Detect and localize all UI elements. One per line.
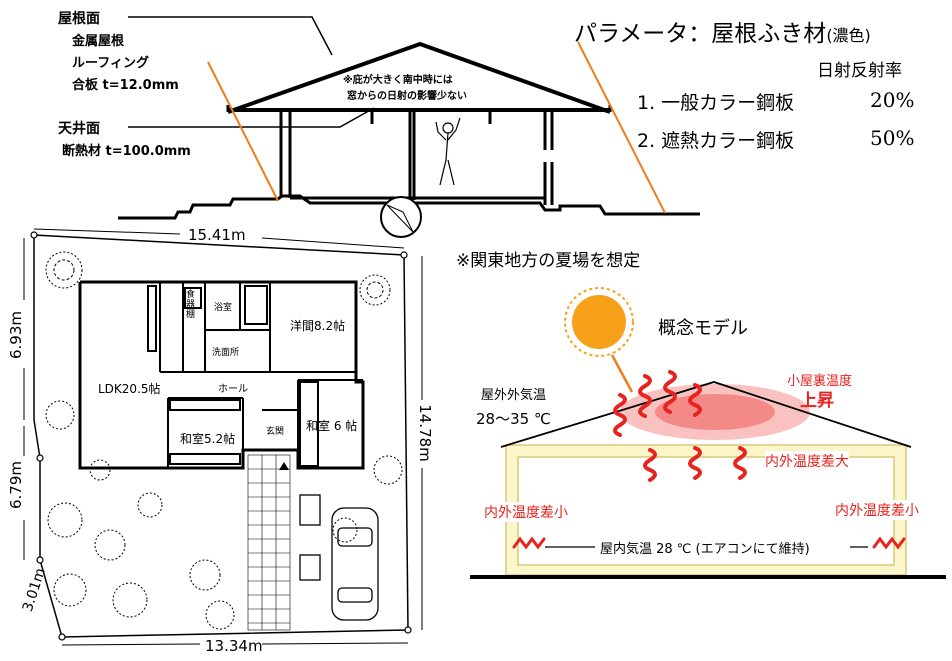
temp-diff-small-right: 内外温度差小 — [835, 500, 919, 520]
ceiling-leader — [128, 107, 375, 128]
reflectance-header: 日射反射率 — [817, 61, 902, 81]
walls — [279, 112, 554, 205]
room-washroom: 洗面所 — [212, 348, 240, 358]
temp-diff-large: 内外温度差大 — [765, 451, 849, 471]
dim-top: 15.41m — [188, 226, 246, 244]
interior-walls — [147, 282, 363, 468]
room-pantry: 食器棚 — [186, 290, 196, 320]
room-western: 洋間8.2帖 — [290, 319, 346, 333]
roof-layer-3: 合板 t=12.0mm — [72, 78, 179, 93]
person-figure — [435, 117, 461, 186]
dim-left-middle: 6.79m — [7, 460, 26, 510]
parameter-item-2-value: 50% — [870, 126, 915, 150]
room-entrance: 玄関 — [266, 427, 285, 437]
parking — [299, 494, 379, 621]
eave-note-2: 窓からの日射の影響少ない — [347, 91, 467, 102]
dim-right: 14.78m — [415, 404, 434, 462]
ceiling-layer: 断熱材 t=100.0mm — [62, 144, 191, 159]
site-boundary — [33, 234, 409, 638]
compass-icon — [380, 196, 422, 238]
room-hall: ホール — [218, 384, 248, 395]
ceiling-surface-label: 天井面 — [58, 121, 100, 137]
parameter-title: パラメータ：屋根ふき材(濃色) — [574, 14, 871, 48]
parameter-item-1-value: 20% — [870, 88, 915, 112]
parameter-item-1-label: 1. 一般カラー鋼板 — [637, 92, 795, 114]
attic-temp-label: 小屋裏温度 — [787, 374, 853, 389]
roof-layer-2: ルーフィング — [72, 56, 149, 71]
room-japanese-a: 和室5.2帖 — [180, 432, 236, 446]
roof-layer-1: 金属屋根 — [72, 34, 125, 49]
room-japanese-b: 和室 6 帖 — [306, 419, 358, 433]
approach-path — [247, 454, 291, 631]
outdoor-temp-value: 28～35 ℃ — [476, 410, 551, 428]
room-ldk: LDK20.5帖 — [98, 382, 161, 396]
roof-line — [227, 41, 611, 114]
sight-line-left — [207, 61, 279, 202]
room-bath: 浴室 — [214, 303, 233, 313]
outdoor-temp-label: 屋外外気温 — [481, 388, 547, 403]
dim-bottom: 13.34m — [205, 637, 263, 655]
heat-waves-small — [512, 536, 906, 550]
attic-temp-state: 上昇 — [800, 391, 834, 411]
heat-waves — [613, 370, 747, 482]
model-title: 概念モデル — [658, 318, 748, 339]
region-note: ※関東地方の夏場を想定 — [456, 251, 641, 271]
sight-line-right — [577, 41, 666, 214]
parameter-item-2-label: 2. 遮熱カラー鋼板 — [637, 130, 795, 152]
roof-leader — [128, 16, 333, 56]
parameter-title-main: パラメータ：屋根ふき材 — [574, 21, 827, 47]
temp-diff-small-left: 内外温度差小 — [484, 502, 568, 522]
roof-surface-label: 屋根面 — [58, 11, 100, 27]
sun-icon — [564, 287, 634, 357]
eave-note-1: ※庇が大きく南中時には — [343, 75, 453, 86]
dim-left-upper: 6.93m — [7, 310, 26, 360]
indoor-temp-label: 屋内気温 28 ℃ (エアコンにて維持) — [600, 542, 810, 557]
parameter-title-sub: (濃色) — [826, 26, 871, 45]
trees — [45, 251, 403, 630]
